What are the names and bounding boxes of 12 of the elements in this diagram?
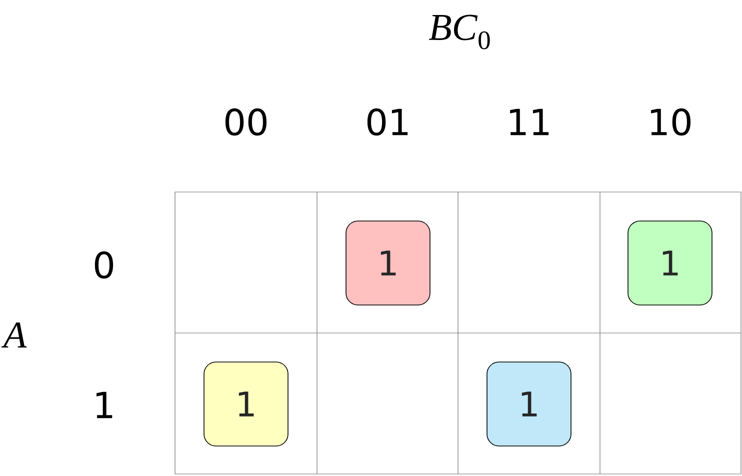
- variable-label: BC$_{0}$: [429, 14, 490, 50]
- row-header: 1: [96, 392, 112, 418]
- grouped-cell: 1: [628, 220, 712, 306]
- column-header: 00: [225, 108, 266, 136]
- variable-label: A: [1, 322, 27, 348]
- grouped-cell: 1: [346, 220, 430, 306]
- grouped-cell: 1: [204, 362, 288, 446]
- column-header: 01: [367, 108, 408, 136]
- column-header: 10: [651, 108, 690, 136]
- row-header: 0: [94, 251, 114, 279]
- grouped-cell: 1: [486, 362, 572, 446]
- column-header: 11: [510, 108, 549, 136]
